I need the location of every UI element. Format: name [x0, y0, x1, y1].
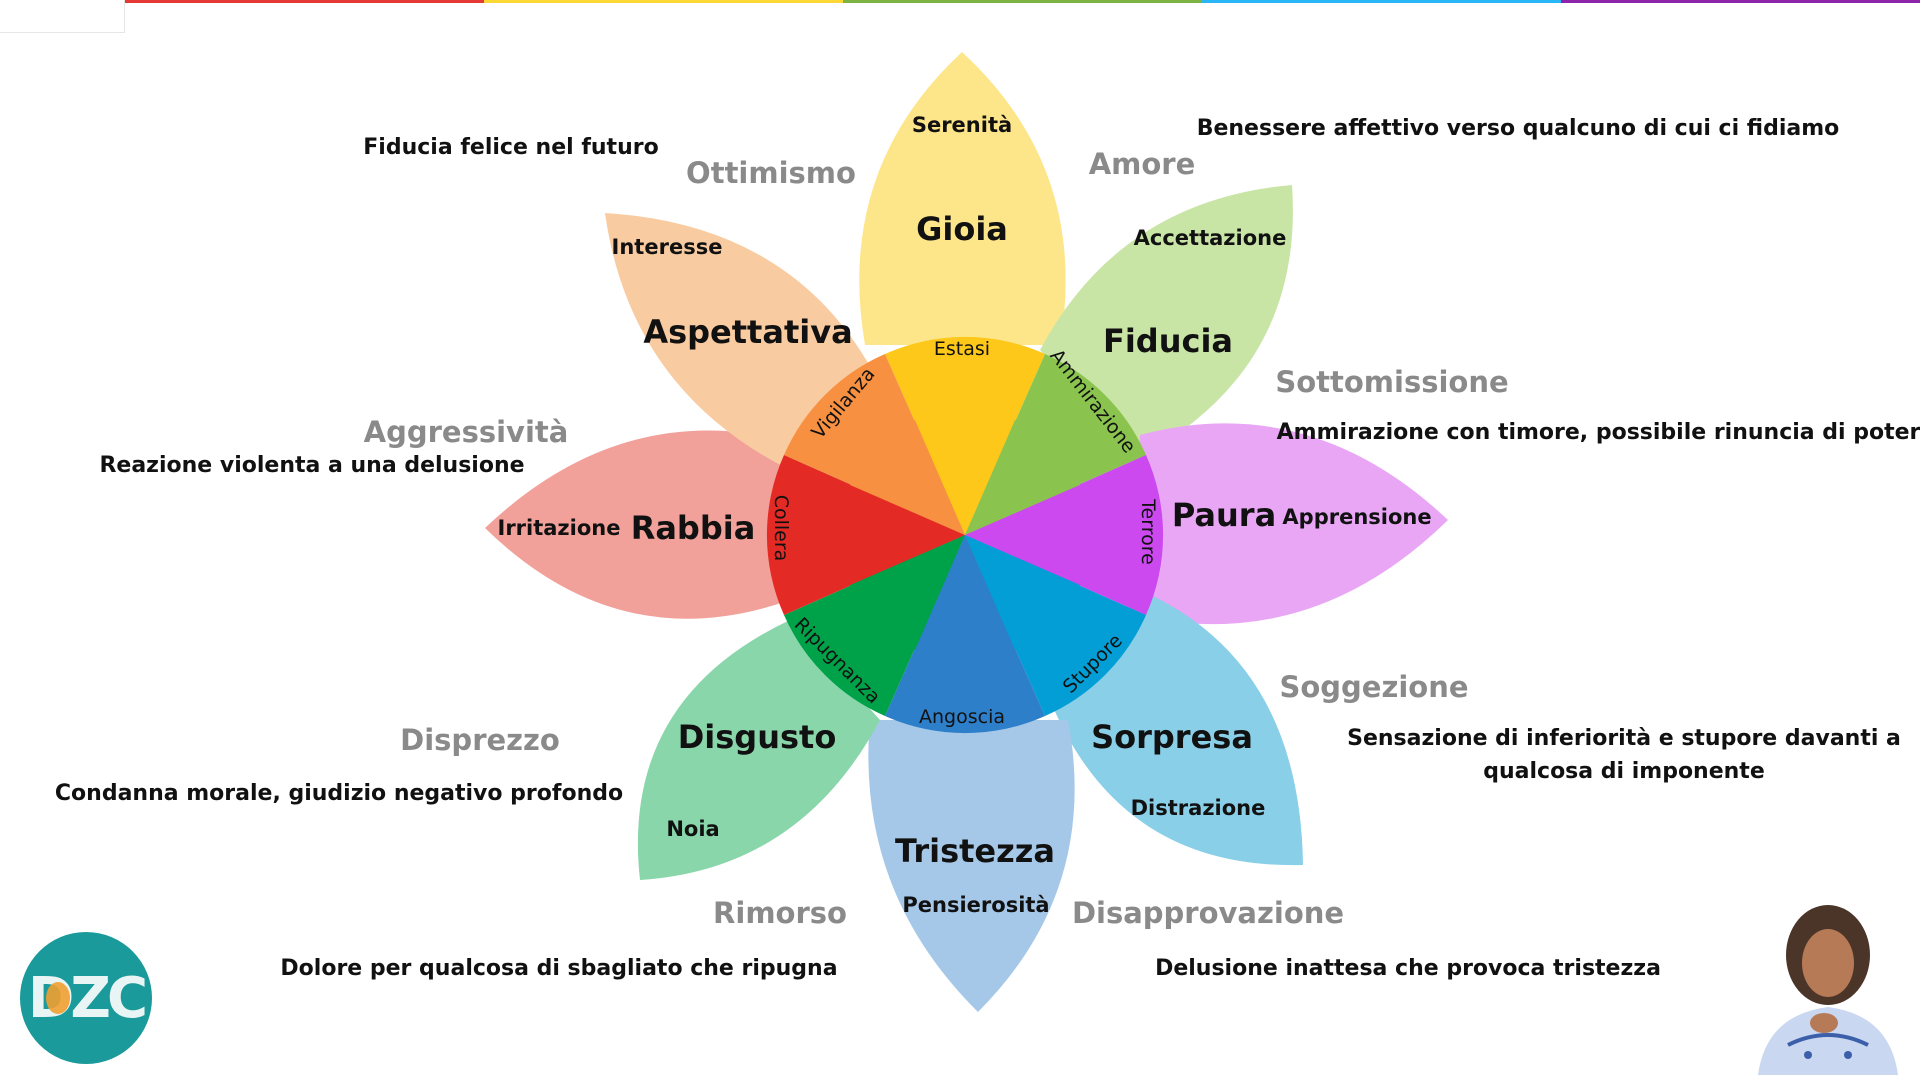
label-noia: Noia	[666, 817, 719, 841]
dyad-ottimismo: Ottimismo	[686, 156, 856, 190]
stripe-red	[125, 0, 484, 3]
core-paura	[965, 485, 1091, 585]
label-gioia: Gioia	[916, 210, 1008, 248]
label-collera: Collera	[770, 495, 792, 562]
desc-sottomissione: Ammirazione con timore, possibile rinunc…	[1277, 420, 1920, 445]
label-distrazione: Distrazione	[1131, 796, 1266, 820]
dyad-amore: Amore	[1089, 147, 1196, 181]
core-rabbia	[839, 485, 965, 585]
label-disgusto: Disgusto	[678, 718, 837, 756]
core-aspettativa	[850, 420, 965, 535]
label-rabbia: Rabbia	[631, 509, 756, 547]
core-fiducia	[965, 420, 1080, 535]
dyad-rimorso: Rimorso	[713, 896, 847, 930]
label-apprensione: Apprensione	[1282, 505, 1431, 529]
label-aspettativa: Aspettativa	[643, 313, 852, 351]
presenter-icon	[1738, 895, 1915, 1075]
petal-aspettativa	[605, 213, 880, 470]
label-fiducia: Fiducia	[1103, 322, 1233, 360]
core-gioia	[915, 409, 1015, 535]
dyad-soggezione: Soggezione	[1279, 670, 1468, 704]
core-disgusto	[850, 535, 965, 650]
stripe-purple	[1561, 0, 1920, 3]
label-terrore: Terrore	[1137, 498, 1159, 565]
dyad-disprezzo: Disprezzo	[400, 723, 560, 757]
label-angoscia: Angoscia	[919, 706, 1005, 728]
presenter-video-thumbnail	[1738, 895, 1915, 1075]
label-paura: Paura	[1172, 496, 1276, 534]
stripe-blue	[1202, 0, 1561, 3]
dyad-aggressivita: Aggressività	[364, 415, 569, 449]
label-estasi: Estasi	[934, 338, 990, 360]
petal-disgusto	[637, 620, 880, 880]
petal-rabbia	[485, 430, 790, 619]
label-serenita: Serenità	[912, 113, 1012, 137]
desc-soggezione-1: Sensazione di inferiorità e stupore dava…	[1347, 726, 1901, 751]
dyad-disapprovazione: Disapprovazione	[1072, 896, 1344, 930]
petal-fiducia	[1040, 185, 1293, 460]
desc-soggezione-2: qualcosa di imponente	[1483, 759, 1765, 784]
dzc-logo: DZC	[20, 932, 152, 1064]
petal-gioia	[859, 52, 1066, 345]
desc-disprezzo: Condanna morale, giudizio negativo profo…	[55, 781, 623, 806]
corner-frame	[0, 0, 125, 33]
label-irritazione: Irritazione	[498, 516, 621, 540]
petal-paura	[1135, 423, 1448, 625]
dyad-sottomissione: Sottomissione	[1275, 365, 1508, 399]
stripe-green	[843, 0, 1202, 3]
label-interesse: Interesse	[612, 235, 723, 259]
core-sorpresa	[965, 535, 1080, 650]
desc-amore: Benessere affettivo verso qualcuno di cu…	[1197, 116, 1840, 141]
petal-tristezza	[868, 720, 1075, 1012]
core-tristezza	[915, 535, 1015, 661]
label-tristezza: Tristezza	[895, 832, 1055, 870]
label-sorpresa: Sorpresa	[1091, 718, 1253, 756]
desc-disapprovazione: Delusione inattesa che provoca tristezza	[1155, 956, 1661, 981]
desc-rimorso: Dolore per qualcosa di sbagliato che rip…	[280, 956, 837, 981]
desc-ottimismo: Fiducia felice nel futuro	[363, 135, 658, 160]
desc-aggressivita: Reazione violenta a una delusione	[99, 453, 524, 478]
label-accettazione: Accettazione	[1134, 226, 1287, 250]
label-pensierosita: Pensierosità	[902, 893, 1049, 917]
top-color-stripe	[125, 0, 1920, 3]
logo-brain-icon	[46, 982, 70, 1014]
stripe-yellow	[484, 0, 843, 3]
